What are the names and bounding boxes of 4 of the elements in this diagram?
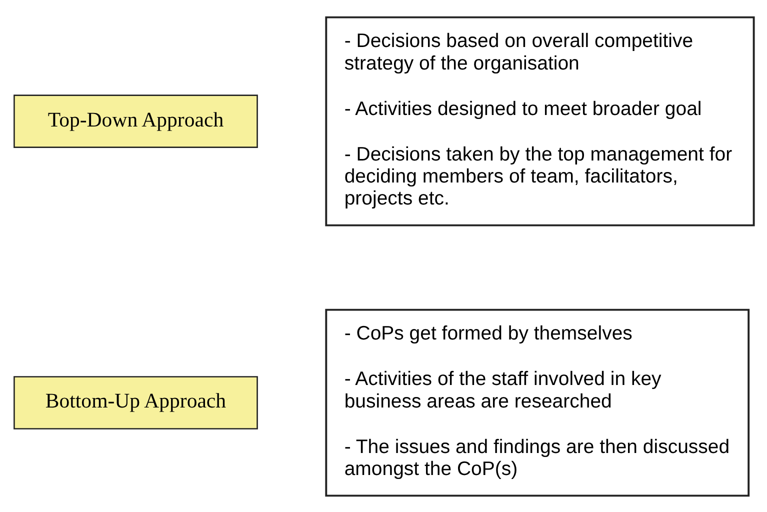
node-box: - CoPs get formed by themselves - Activities of the staff involved in key business areas are researched - The issues and findings are then discussed amongst the CoP(s)	[324, 308, 750, 496]
node-box: Top-Down Approach	[13, 94, 258, 148]
node-box: Bottom-Up Approach	[13, 376, 258, 429]
node-box: - Decisions based on overall competitive strategy of the organisation - Activities designed to meet broader goal - Decisions taken by the top management for deciding members of team, facilitators, projects etc.	[324, 16, 754, 226]
